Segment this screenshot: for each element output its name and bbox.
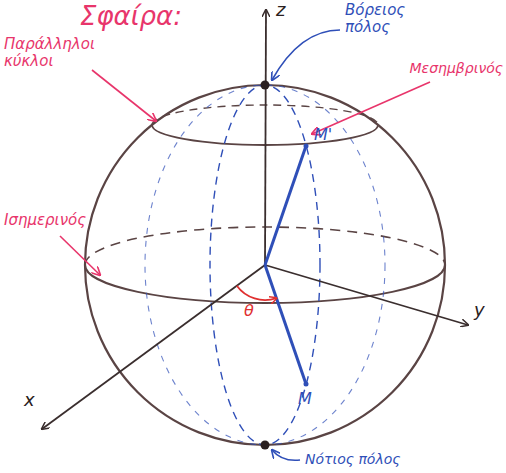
south-pole-leader bbox=[272, 450, 300, 460]
point-label: M bbox=[298, 390, 312, 408]
point-m-prime bbox=[304, 144, 309, 149]
callout-label: Νότιος πόλος bbox=[305, 451, 401, 467]
south-pole-dot bbox=[261, 441, 270, 450]
title: Σφαίρα: bbox=[80, 2, 182, 32]
axis-label: x bbox=[24, 390, 35, 411]
callout-label: Μεσημβρινός bbox=[410, 60, 503, 76]
point-m bbox=[304, 382, 309, 387]
axis-label: y bbox=[474, 300, 485, 321]
x-axis bbox=[42, 265, 265, 429]
angle-arc bbox=[237, 286, 277, 300]
radius-m-prime bbox=[265, 146, 306, 265]
angle-label: θ bbox=[244, 302, 254, 320]
parallel-leader bbox=[92, 70, 156, 121]
y-axis bbox=[265, 265, 468, 325]
axis-label: z bbox=[276, 0, 285, 21]
z-axis bbox=[265, 10, 266, 265]
callout-label: Βόρειος πόλος bbox=[345, 2, 425, 37]
point-label: M' bbox=[314, 126, 332, 144]
equator-leader bbox=[60, 236, 100, 275]
equator-front bbox=[85, 265, 445, 303]
callout-label: Ισημερινός bbox=[4, 212, 86, 229]
north-pole-dot bbox=[261, 81, 270, 90]
radius-m bbox=[265, 265, 306, 384]
north-pole-leader bbox=[272, 30, 340, 80]
callout-label: Παράλληλοι κύκλοι bbox=[4, 36, 92, 71]
